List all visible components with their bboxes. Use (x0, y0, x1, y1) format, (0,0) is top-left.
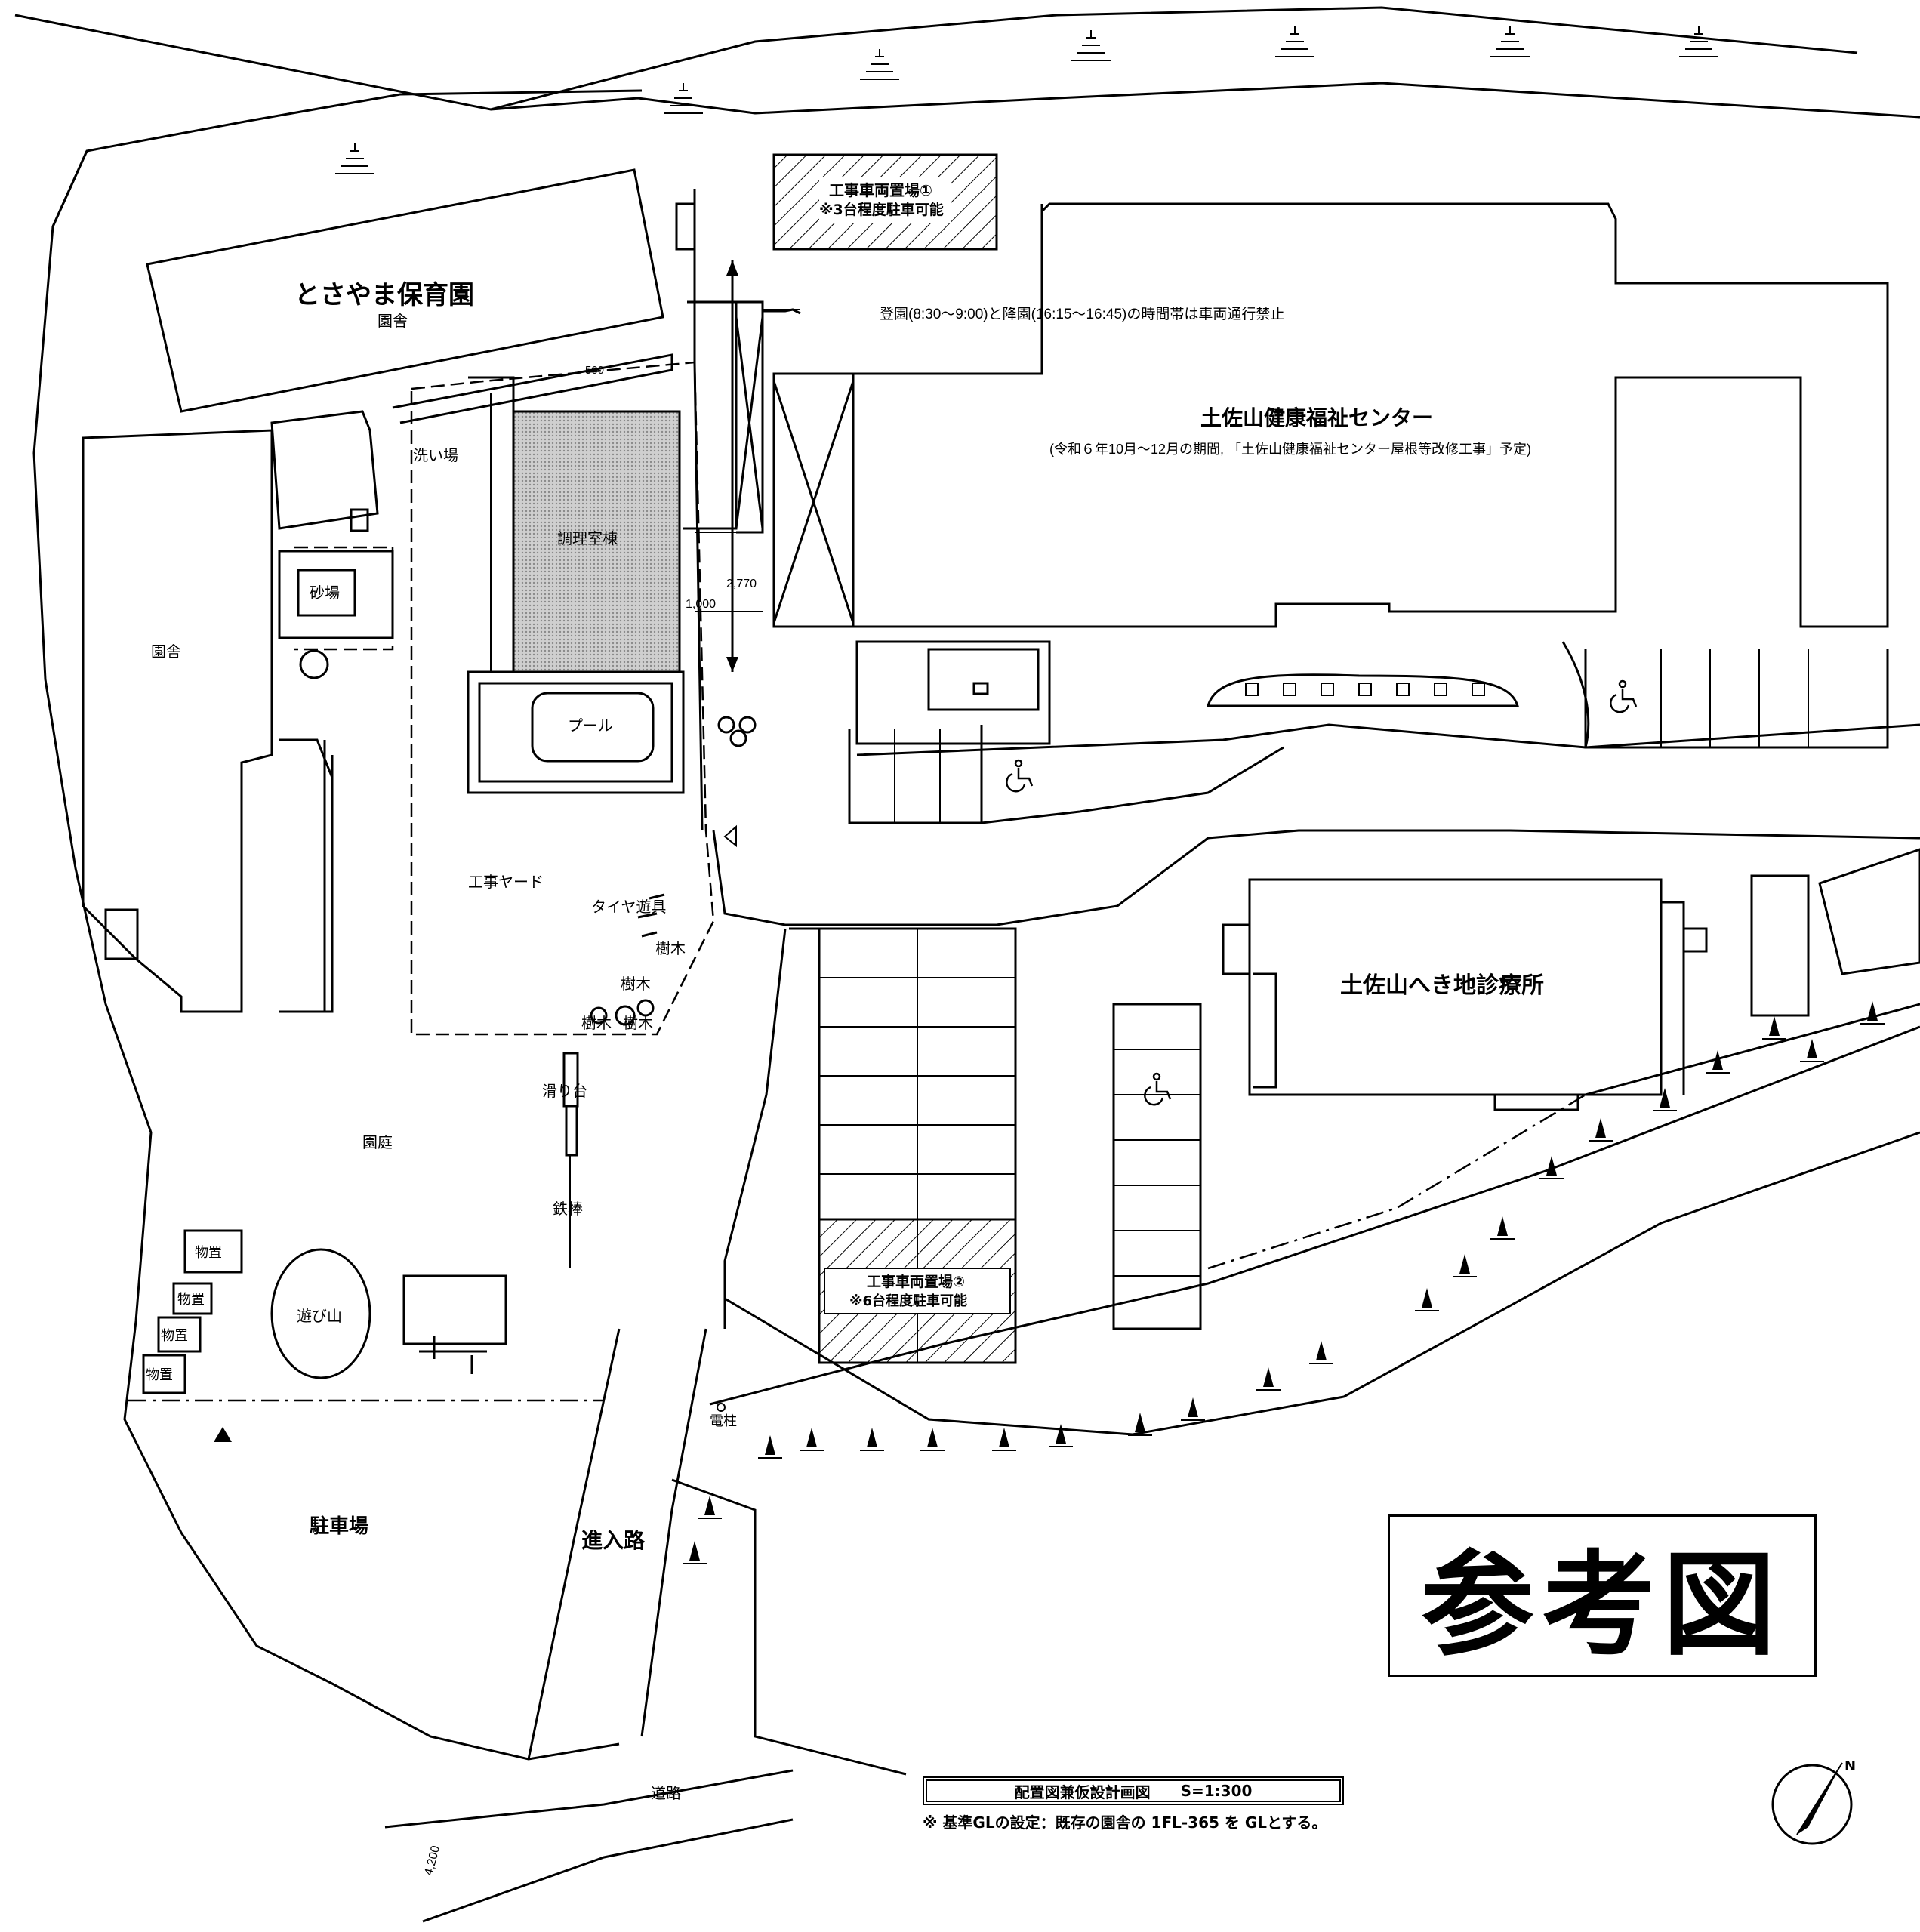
nursery-name: とさやま保育園 (294, 280, 474, 310)
yard-label: 工事ヤード (468, 874, 544, 891)
gl-note: ※ 基準GLの設定：既存の園舎の 1FL-365 を GLとする。 (923, 1813, 1327, 1832)
vehicle-area-2-note: ※6台程度駐車可能 (849, 1293, 967, 1309)
dim-1000: 1,000 (686, 598, 716, 611)
drawing-title-box: 配置図兼仮設計画図 S=1:300 (923, 1776, 1344, 1805)
north-label: N (1844, 1758, 1856, 1774)
traffic-note: 登園(8:30～9:00)と降園(16:15～16:45)の時間帯は車両通行禁止 (880, 306, 1284, 322)
site-boundary (32, 150, 1920, 1923)
storage-label-2: 物置 (177, 1292, 205, 1307)
dim-4200: 4,200 (422, 1844, 442, 1877)
tire-label: タイヤ遊具 (591, 898, 666, 916)
garden-label: 園庭 (362, 1134, 393, 1151)
nursery-building (146, 168, 664, 413)
sandbox-label: 砂場 (310, 584, 340, 602)
tree-label-3: 樹木 (581, 1015, 612, 1032)
reference-stamp-text: 参考図 (1420, 1540, 1783, 1672)
slide-label: 滑り台 (542, 1083, 587, 1100)
storage-label-1: 物置 (195, 1245, 222, 1260)
drawing-scale: S=1:300 (1180, 1782, 1253, 1800)
road-label: 道路 (651, 1785, 681, 1802)
vehicle-area-1-title: 工事車両置場① (829, 181, 932, 199)
storage-label-3: 物置 (161, 1328, 188, 1343)
nursery-sub: 園舎 (378, 313, 408, 330)
health-center-building (772, 202, 1920, 824)
north-arrow-icon (1771, 1762, 1853, 1845)
reference-stamp: 参考図 (1388, 1514, 1817, 1677)
parking-block (723, 927, 1202, 1364)
center-name: 土佐山健康福祉センター (1200, 405, 1433, 430)
kitchen-building (468, 376, 681, 673)
dim-500: 500 (585, 364, 604, 377)
clinic-name: 土佐山へき地診療所 (1340, 972, 1544, 999)
construction-yard-boundary (294, 361, 715, 1036)
bar-label: 鉄棒 (553, 1200, 583, 1218)
vehicle-area-1-note: ※3台程度駐車可能 (819, 201, 944, 218)
storage-label-4: 物置 (146, 1367, 173, 1382)
center-note: (令和６年10月～12月の期間, 「土佐山健康福祉センター屋根等改修工事」予定) (1049, 442, 1531, 457)
vehicle-area-1 (772, 153, 998, 251)
kitchen-label: 調理室棟 (557, 530, 618, 547)
pole-label: 電柱 (710, 1413, 737, 1428)
west-wing-building (82, 429, 273, 1013)
dim-2770: 2,770 (726, 578, 757, 590)
pool (467, 670, 685, 794)
east-fence (675, 189, 801, 848)
tree-label-2: 樹木 (621, 975, 651, 993)
pool-label: プール (568, 718, 613, 735)
parking-label: 駐車場 (310, 1515, 368, 1538)
hill-label: 遊び山 (297, 1308, 342, 1325)
tree-label-1: 樹木 (655, 940, 686, 957)
vehicle-area-2-title: 工事車両置場② (867, 1273, 965, 1290)
playground (128, 893, 665, 1442)
tree-label-4: 樹木 (623, 1015, 653, 1032)
clinic-building (712, 829, 1920, 1111)
wash-label: 洗い場 (413, 447, 458, 464)
drawing-title: 配置図兼仮設計画図 (1014, 1783, 1151, 1801)
approach-label: 進入路 (581, 1528, 646, 1553)
west-wing-label: 園舎 (151, 643, 181, 661)
